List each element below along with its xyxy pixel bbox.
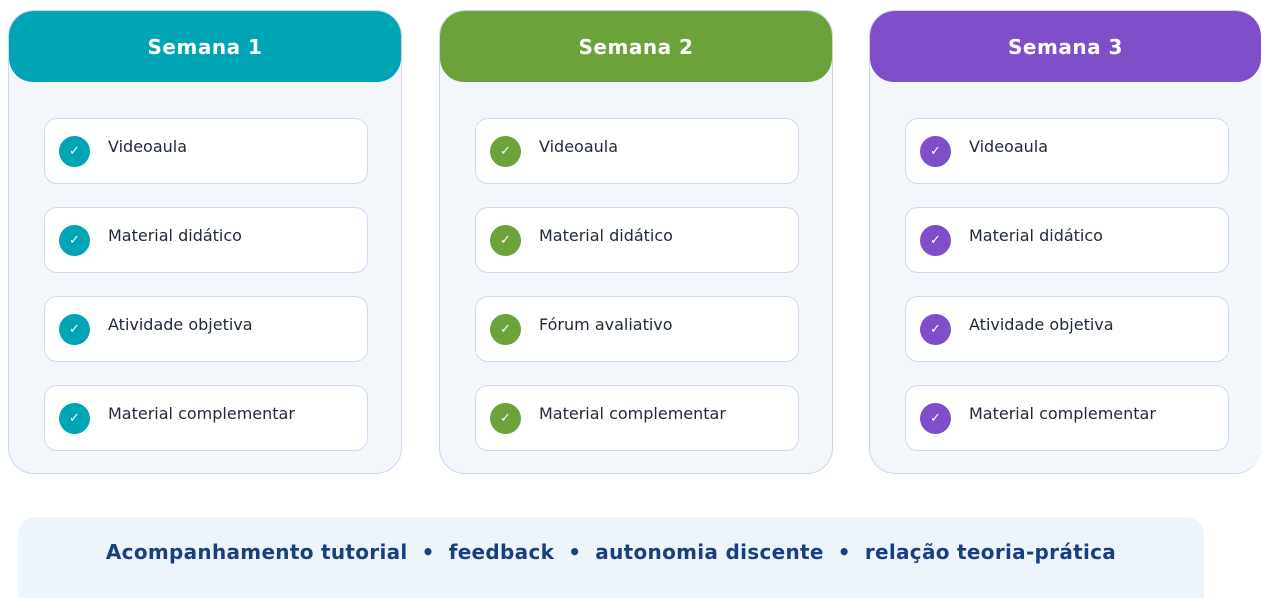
week-3-item-material-complementar: ✓ Material complementar <box>905 385 1229 451</box>
check-icon: ✓ <box>59 313 90 345</box>
item-label: Fórum avaliativo <box>539 314 673 334</box>
check-icon: ✓ <box>920 224 951 256</box>
item-label: Material didático <box>969 225 1103 245</box>
item-label: Material complementar <box>539 403 726 423</box>
week-2-items: ✓ Videoaula ✓ Material didático ✓ Fórum … <box>475 118 799 473</box>
footer-part-feedback: feedback <box>448 540 555 564</box>
check-icon: ✓ <box>59 135 90 167</box>
check-icon: ✓ <box>920 402 951 434</box>
week-3-item-atividade-objetiva: ✓ Atividade objetiva <box>905 296 1229 362</box>
check-icon: ✓ <box>490 224 521 256</box>
week-2-item-videoaula: ✓ Videoaula <box>475 118 799 184</box>
week-1-card: Semana 1 ✓ Videoaula ✓ Material didático… <box>8 10 402 474</box>
week-1-items: ✓ Videoaula ✓ Material didático ✓ Ativid… <box>44 118 368 473</box>
check-icon: ✓ <box>59 224 90 256</box>
week-2-card: Semana 2 ✓ Videoaula ✓ Material didático… <box>439 10 833 474</box>
item-label: Material complementar <box>108 403 295 423</box>
week-3-header: Semana 3 <box>870 11 1261 82</box>
bullet-separator: • <box>421 540 435 564</box>
check-icon: ✓ <box>920 313 951 345</box>
week-2-item-material-complementar: ✓ Material complementar <box>475 385 799 451</box>
item-label: Videoaula <box>539 136 619 156</box>
footer-part-tutorial: Acompanhamento tutorial <box>105 540 408 564</box>
week-1-item-material-complementar: ✓ Material complementar <box>44 385 368 451</box>
check-icon: ✓ <box>490 313 521 345</box>
week-3-card: Semana 3 ✓ Videoaula ✓ Material didático… <box>869 10 1261 474</box>
week-2-item-forum-avaliativo: ✓ Fórum avaliativo <box>475 296 799 362</box>
bullet-separator: • <box>568 540 582 564</box>
check-icon: ✓ <box>59 402 90 434</box>
check-icon: ✓ <box>920 135 951 167</box>
week-1-item-material-didatico: ✓ Material didático <box>44 207 368 273</box>
bullet-separator: • <box>837 540 851 564</box>
footer-banner: Acompanhamento tutorial • feedback • autonom… <box>18 517 1204 598</box>
week-1-item-videoaula: ✓ Videoaula <box>44 118 368 184</box>
week-3-items: ✓ Videoaula ✓ Material didático ✓ Ativid… <box>905 118 1229 473</box>
footer-part-teoria-pratica: relação teoria-prática <box>864 540 1117 564</box>
check-icon: ✓ <box>490 402 521 434</box>
item-label: Videoaula <box>108 136 188 156</box>
item-label: Videoaula <box>969 136 1049 156</box>
check-icon: ✓ <box>490 135 521 167</box>
week-1-item-atividade-objetiva: ✓ Atividade objetiva <box>44 296 368 362</box>
footer-part-autonomia: autonomia discente <box>595 540 824 564</box>
item-label: Atividade objetiva <box>108 314 253 334</box>
item-label: Atividade objetiva <box>969 314 1114 334</box>
footer-text: Acompanhamento tutorial • feedback • autonom… <box>106 540 1116 564</box>
week-1-header: Semana 1 <box>9 11 401 82</box>
item-label: Material didático <box>108 225 242 245</box>
week-2-item-material-didatico: ✓ Material didático <box>475 207 799 273</box>
week-3-item-videoaula: ✓ Videoaula <box>905 118 1229 184</box>
week-2-header: Semana 2 <box>440 11 832 82</box>
week-3-item-material-didatico: ✓ Material didático <box>905 207 1229 273</box>
item-label: Material didático <box>539 225 673 245</box>
item-label: Material complementar <box>969 403 1156 423</box>
